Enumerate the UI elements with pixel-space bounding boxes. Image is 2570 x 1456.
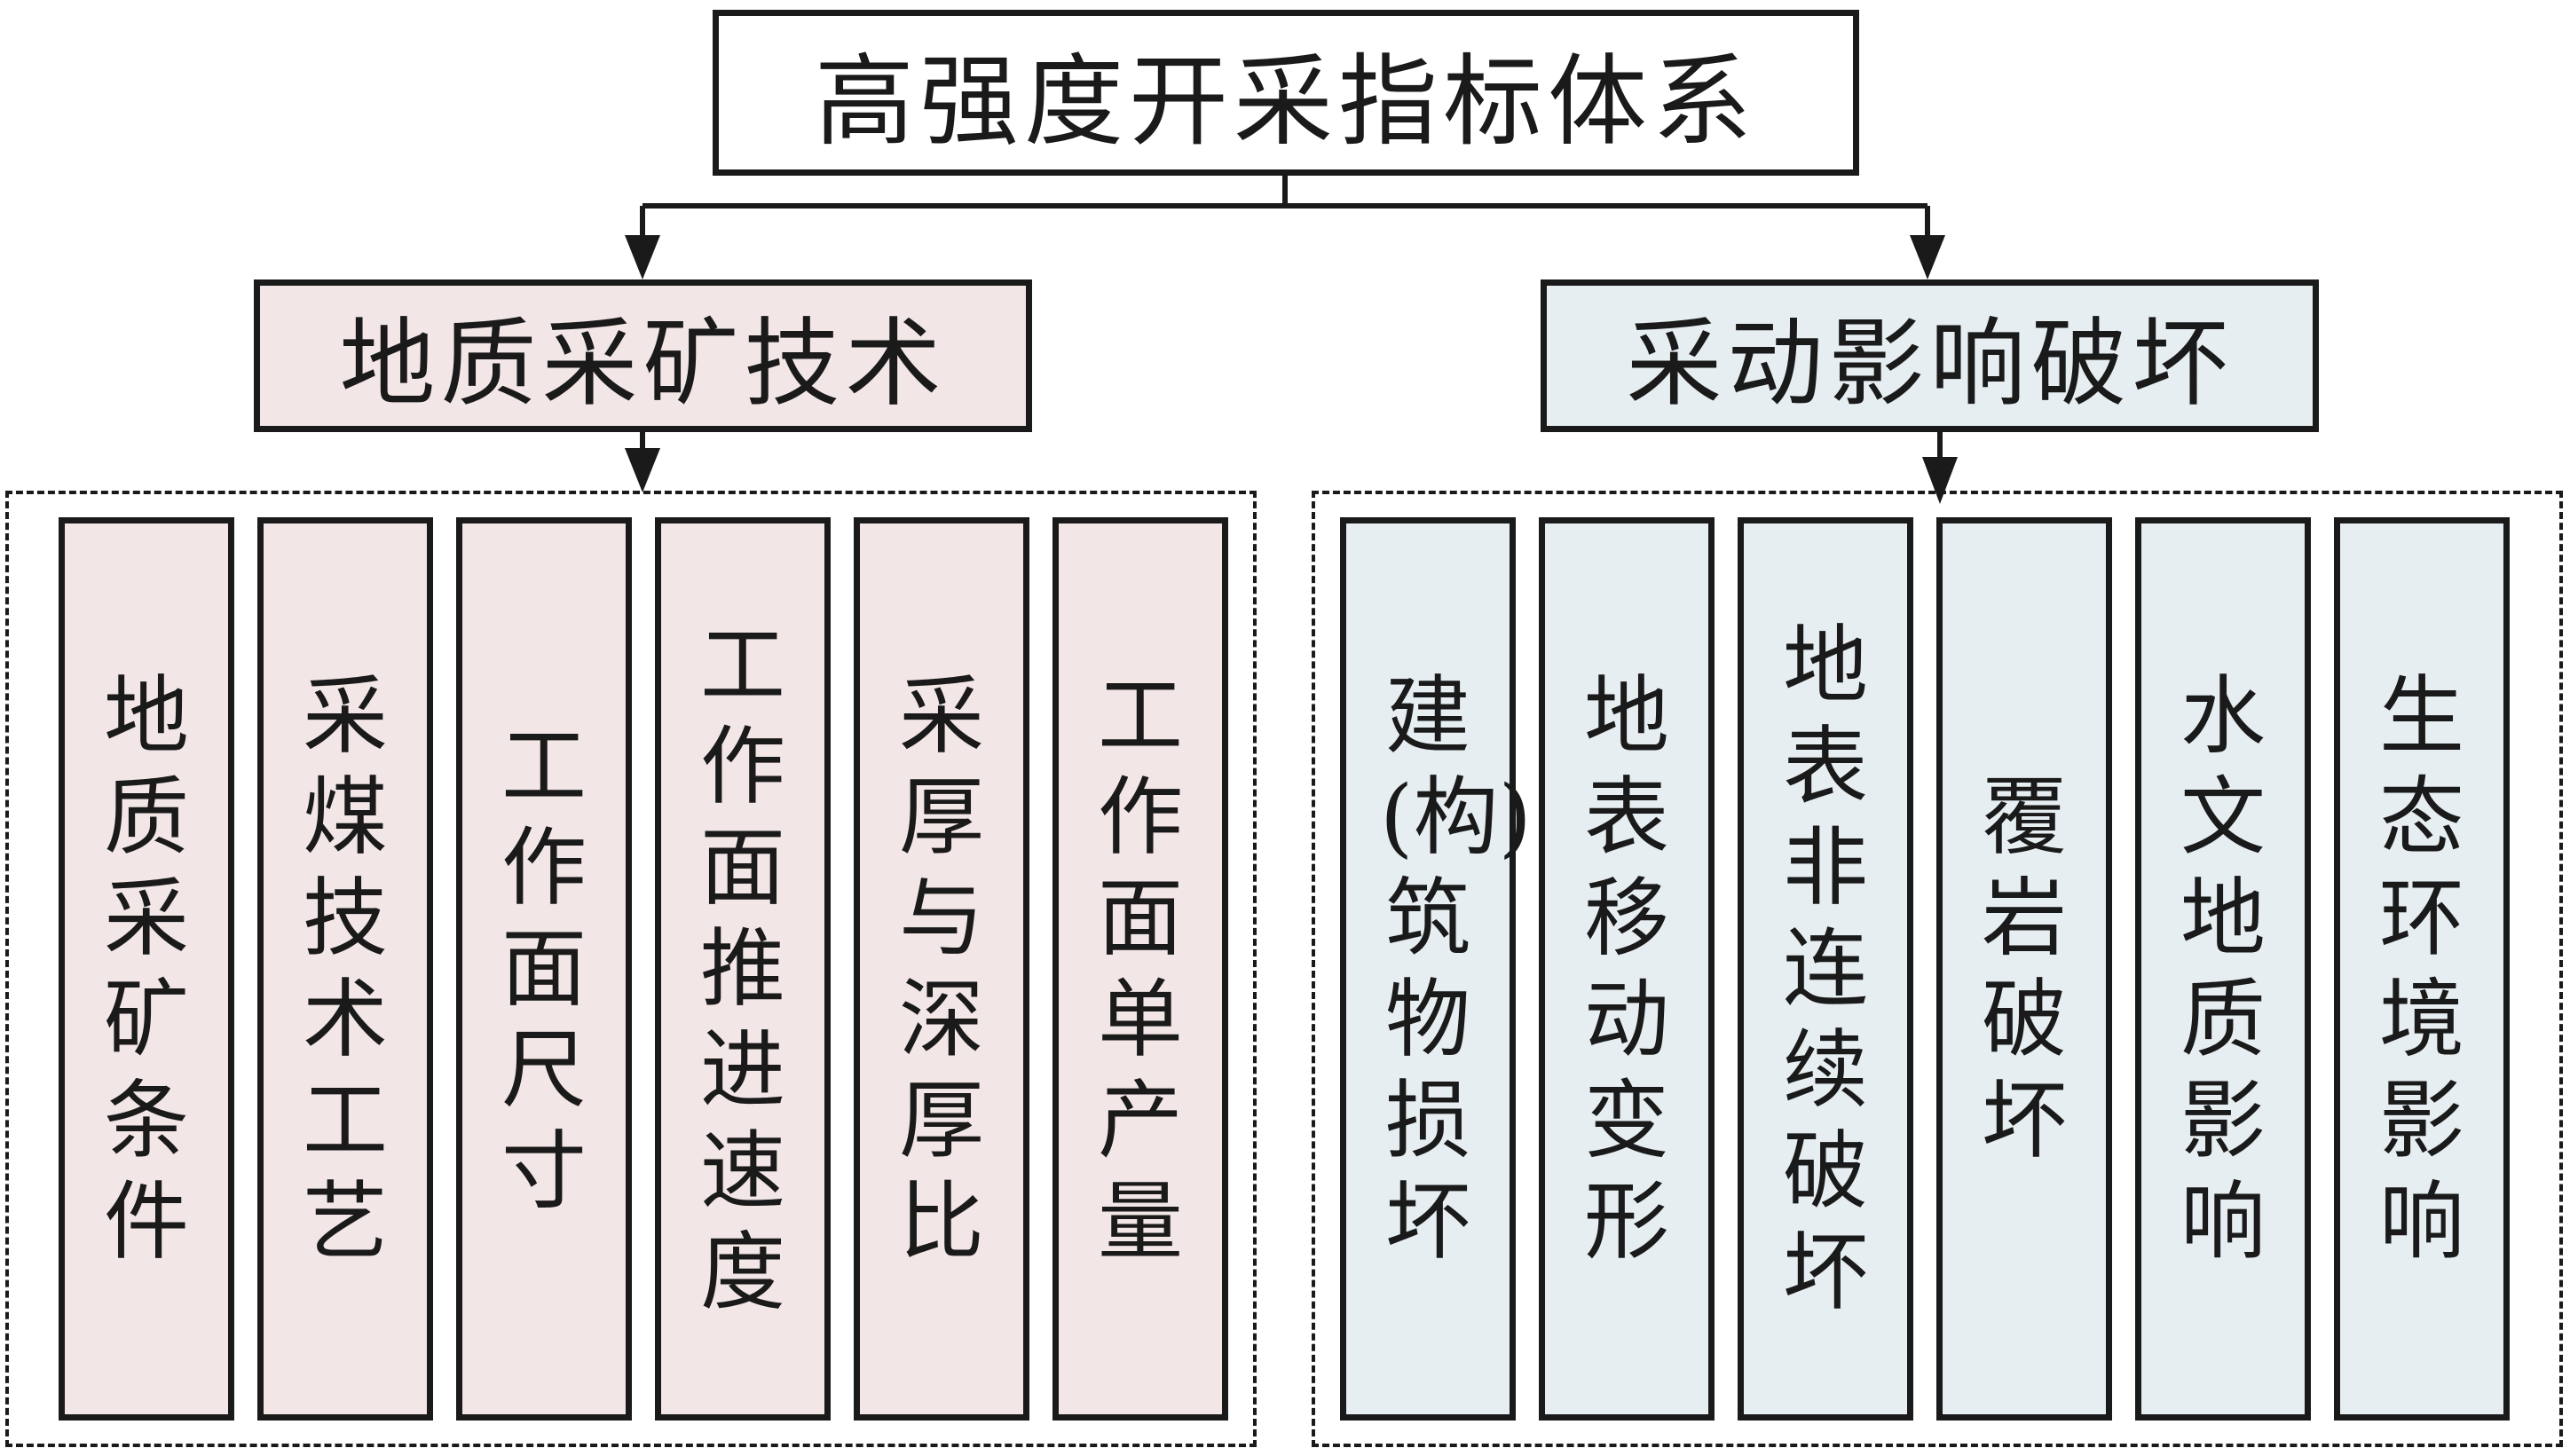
leaf-surface-discontinuous-damage: 地表非连续破坏 (1738, 517, 1913, 1421)
leaf-working-face-size: 工作面尺寸 (456, 517, 632, 1421)
right-branch-arrow (1910, 235, 1945, 279)
leaf-label: 覆岩破坏 (1982, 767, 2067, 1170)
leaf-coal-mining-technology: 采煤技术工艺 (257, 517, 433, 1421)
left-branch-arrow (625, 235, 660, 279)
leaf-working-face-output: 工作面单产量 (1052, 517, 1228, 1421)
leaf-ecology-impact: 生态环境影响 (2334, 517, 2510, 1421)
root-node: 高强度开采指标体系 (713, 10, 1859, 176)
right-indicator-group (1312, 491, 2563, 1447)
leaf-mining-thickness-ratio: 采厚与深厚比 (854, 517, 1029, 1421)
leaf-label: 工作面单产量 (1098, 666, 1183, 1271)
leaf-building-damage: 建(构)筑物损坏 (1340, 517, 1532, 1421)
category-geology-mining-technology: 地质采矿技术 (254, 279, 1032, 432)
left-indicator-group (5, 491, 1257, 1447)
category-mining-impact-damage: 采动影响破坏 (1541, 279, 2319, 432)
leaf-label: 采煤技术工艺 (303, 666, 388, 1271)
left-group-arrow (625, 448, 660, 492)
leaf-surface-deformation: 地表移动变形 (1539, 517, 1715, 1421)
leaf-label: 地表移动变形 (1584, 666, 1669, 1271)
root-label: 高强度开采指标体系 (815, 43, 1757, 160)
leaf-label: 地质采矿条件 (104, 666, 189, 1271)
leaf-label: 水文地质影响 (2180, 666, 2266, 1271)
category-label: 地质采矿技术 (339, 309, 947, 420)
leaf-hydrogeology-impact: 水文地质影响 (2135, 517, 2311, 1421)
leaf-label: 生态环境影响 (2379, 666, 2464, 1271)
leaf-label: 工作面推进速度 (700, 616, 785, 1322)
leaf-label: 地表非连续破坏 (1783, 616, 1868, 1322)
leaf-advance-speed: 工作面推进速度 (655, 517, 831, 1421)
leaf-overburden-damage: 覆岩破坏 (1936, 517, 2112, 1421)
leaf-label: 建(构)筑物损坏 (1380, 666, 1532, 1271)
leaf-label: 采厚与深厚比 (899, 666, 984, 1271)
leaf-geology-mining-conditions: 地质采矿条件 (59, 517, 234, 1421)
category-label: 采动影响破坏 (1626, 309, 2234, 420)
leaf-label: 工作面尺寸 (501, 717, 587, 1221)
